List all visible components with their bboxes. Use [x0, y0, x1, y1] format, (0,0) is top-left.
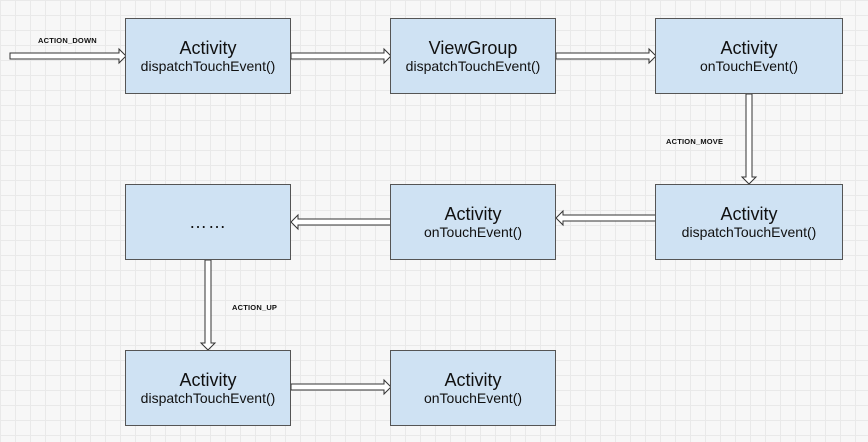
- activity-ontouch-node-3: Activity onTouchEvent(): [390, 350, 556, 426]
- ellipsis-node: ……: [125, 184, 291, 260]
- node-method: dispatchTouchEvent(): [140, 57, 276, 74]
- activity-dispatch-node-1: Activity dispatchTouchEvent(): [125, 18, 291, 94]
- arrow-entry-to-activity-dispatch: [9, 47, 127, 65]
- node-method: dispatchTouchEvent(): [140, 389, 276, 406]
- node-title: Activity: [179, 37, 237, 58]
- activity-dispatch-node-2: Activity dispatchTouchEvent(): [655, 184, 843, 260]
- arrow-ellipsis-down-to-dispatch: [199, 259, 217, 351]
- node-method: onTouchEvent(): [423, 389, 523, 406]
- node-title: Activity: [720, 37, 778, 58]
- node-title: Activity: [179, 369, 237, 390]
- viewgroup-dispatch-node: ViewGroup dispatchTouchEvent(): [390, 18, 556, 94]
- activity-ontouch-node-2: Activity onTouchEvent(): [390, 184, 556, 260]
- arrow-viewgroup-to-activity-ontouch: [555, 47, 657, 65]
- node-method: onTouchEvent(): [699, 57, 799, 74]
- node-title: Activity: [720, 203, 778, 224]
- arrow-activity-ontouch-to-ellipsis: [290, 213, 392, 231]
- node-title: ViewGroup: [428, 37, 518, 58]
- node-title: Activity: [444, 369, 502, 390]
- action-down-label: ACTION_DOWN: [38, 36, 97, 45]
- node-method: dispatchTouchEvent(): [681, 223, 817, 240]
- action-up-label: ACTION_UP: [232, 303, 278, 312]
- arrow-activity-ontouch-down-to-dispatch: [740, 93, 758, 185]
- arrow-activity-dispatch-to-viewgroup: [290, 47, 392, 65]
- action-move-label: ACTION_MOVE: [666, 137, 724, 146]
- activity-ontouch-node-1: Activity onTouchEvent(): [655, 18, 843, 94]
- activity-dispatch-node-3: Activity dispatchTouchEvent(): [125, 350, 291, 426]
- arrow-activity-dispatch-to-ontouch-left: [555, 209, 657, 227]
- node-method: onTouchEvent(): [423, 223, 523, 240]
- arrow-activity-dispatch-to-ontouch-bottom: [290, 378, 392, 396]
- node-title: Activity: [444, 203, 502, 224]
- node-title: ……: [189, 212, 227, 232]
- node-method: dispatchTouchEvent(): [405, 57, 541, 74]
